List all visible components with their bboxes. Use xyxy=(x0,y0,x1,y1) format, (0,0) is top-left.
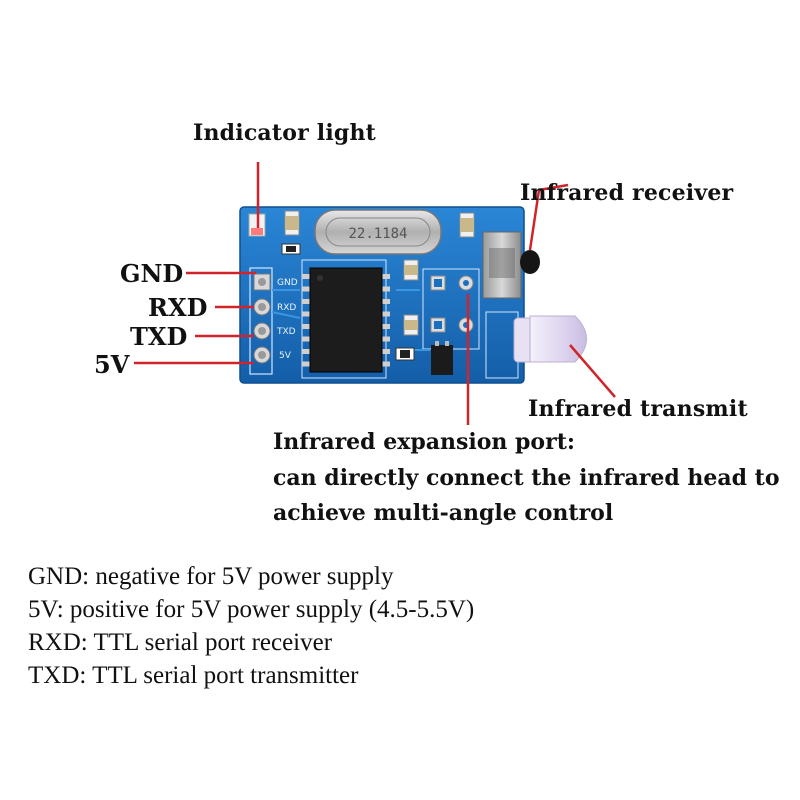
silk-pin-rxd: RXD xyxy=(277,303,296,313)
chip-pin xyxy=(381,361,390,367)
expansion-port-line-1: can directly connect the infrared head t… xyxy=(273,465,780,491)
legend-gnd: GND: negative for 5V power supply xyxy=(28,563,394,590)
legend-rxd: RXD: TTL serial port receiver xyxy=(28,629,333,656)
chip-pin xyxy=(302,349,311,354)
pin-legend: GND: negative for 5V power supply 5V: po… xyxy=(28,560,474,692)
crystal-label: 22.1184 xyxy=(348,226,407,242)
chip-pin xyxy=(381,324,390,329)
pin-label-5v: 5V xyxy=(94,350,130,379)
chip-pin xyxy=(302,361,311,367)
header-pins: GND RXD TXD 5V xyxy=(253,273,298,364)
silk-pin-txd: TXD xyxy=(276,327,296,337)
expansion-port-line-2: achieve multi-angle control xyxy=(273,500,614,526)
expansion-port-title: Infrared expansion port: xyxy=(273,429,575,455)
pin-label-rxd: RXD xyxy=(148,293,208,322)
chip-pin xyxy=(302,311,311,317)
pin-label-gnd: GND xyxy=(120,259,184,288)
main-chip xyxy=(302,267,390,373)
chip-pin xyxy=(302,274,311,279)
chip-pin xyxy=(302,336,311,342)
chip-pin xyxy=(381,274,390,279)
chip-pin xyxy=(381,286,390,292)
legend-txd: TXD: TTL serial port transmitter xyxy=(28,662,359,689)
chip-pin xyxy=(381,299,390,304)
smd-components xyxy=(281,210,475,375)
chip-pin xyxy=(381,311,390,317)
chip-pin xyxy=(302,286,311,292)
chip-pin xyxy=(302,299,311,304)
pointer-lines xyxy=(134,162,616,425)
chip-pin xyxy=(381,349,390,354)
pin-label-txd: TXD xyxy=(130,322,188,351)
legend-5v: 5V: positive for 5V power supply (4.5-5.… xyxy=(28,596,475,623)
callout-infrared-transmit: Infrared transmit xyxy=(528,396,748,422)
chip-pin xyxy=(302,324,311,329)
callout-indicator-light: Indicator light xyxy=(193,120,377,146)
silk-pin-5v: 5V xyxy=(279,351,292,361)
chip-pin xyxy=(381,336,390,342)
expansion-port-pads xyxy=(430,275,474,333)
callout-infrared-receiver: Infrared receiver xyxy=(520,180,734,206)
crystal-oscillator: 22.1184 xyxy=(314,209,442,255)
ir-receiver xyxy=(482,231,540,299)
ir-led xyxy=(513,315,587,363)
silk-pin-gnd: GND xyxy=(277,278,298,288)
